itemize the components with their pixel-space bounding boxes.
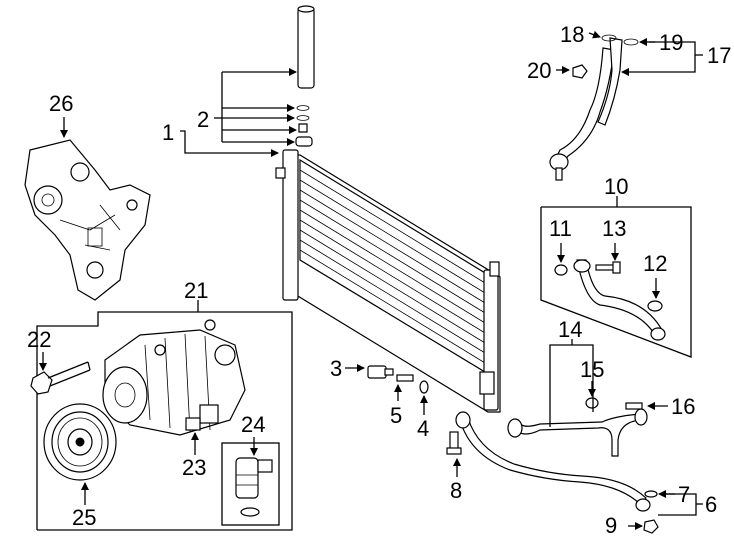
bolt-16 [625, 402, 643, 410]
liquid-line-assembly [455, 408, 651, 512]
ac-compressor [102, 319, 246, 436]
callout-23: 23 [182, 455, 206, 480]
callout-20: 20 [527, 58, 551, 83]
compressor-control-valve [235, 457, 273, 517]
filter-part [298, 123, 308, 133]
bolt-8 [446, 431, 462, 455]
bolt-13 [595, 261, 621, 274]
callout-14: 14 [558, 317, 582, 342]
o-ring-4 [419, 380, 429, 394]
callout-26: 26 [49, 91, 73, 116]
o-ring-15 [585, 397, 599, 409]
callout-3: 3 [330, 356, 342, 381]
o-ring-19 [623, 38, 639, 46]
compressor-mounting-bolt [30, 361, 91, 395]
callout-22: 22 [27, 327, 51, 352]
callout-17: 17 [707, 43, 731, 68]
callout-19: 19 [659, 30, 683, 55]
condenser-assembly [275, 5, 501, 413]
pressure-switch [185, 417, 201, 431]
o-ring-7 [644, 490, 658, 498]
callout-10: 10 [604, 174, 628, 199]
o-ring-18 [601, 34, 617, 42]
condenser-core [275, 149, 501, 413]
callout-21: 21 [184, 278, 208, 303]
valve-core-5 [396, 374, 414, 382]
compressor-group-box [30, 311, 293, 531]
callout-24: 24 [241, 412, 265, 437]
callout-1: 1 [162, 120, 174, 145]
o-ring-11 [554, 264, 568, 276]
compressor-bracket [24, 139, 151, 301]
callout-9: 9 [605, 513, 617, 538]
pressure-sensor-3 [367, 365, 394, 379]
callout-16: 16 [671, 394, 695, 419]
suction-line-box [540, 206, 692, 358]
callout-25: 25 [72, 505, 96, 530]
callout-15: 15 [580, 357, 604, 382]
callout-4: 4 [417, 416, 429, 441]
callout-7: 7 [678, 482, 690, 507]
nut-9 [643, 519, 659, 534]
nut-20 [572, 64, 588, 79]
callout-11: 11 [549, 216, 572, 241]
drier-plug [295, 136, 313, 147]
callout-labels: 1 2 3 4 5 6 7 8 9 10 11 12 13 14 15 16 1… [27, 22, 731, 538]
callout-12: 12 [643, 251, 667, 276]
callout-2: 2 [197, 107, 209, 132]
o-ring-lower [296, 115, 310, 121]
callout-18: 18 [560, 22, 584, 47]
callout-5: 5 [390, 403, 402, 428]
o-ring-12 [647, 300, 663, 312]
suction-hose-assembly [573, 259, 666, 341]
callout-8: 8 [450, 478, 462, 503]
o-ring-upper [296, 105, 310, 111]
leader-lines [39, 30, 703, 530]
control-valve-box [221, 442, 280, 526]
discharge-hose-assembly [549, 34, 639, 181]
callout-6: 6 [705, 492, 717, 517]
receiver-drier-cartridge [297, 7, 315, 89]
compressor-clutch-pulley [43, 403, 117, 481]
callout-13: 13 [602, 216, 626, 241]
